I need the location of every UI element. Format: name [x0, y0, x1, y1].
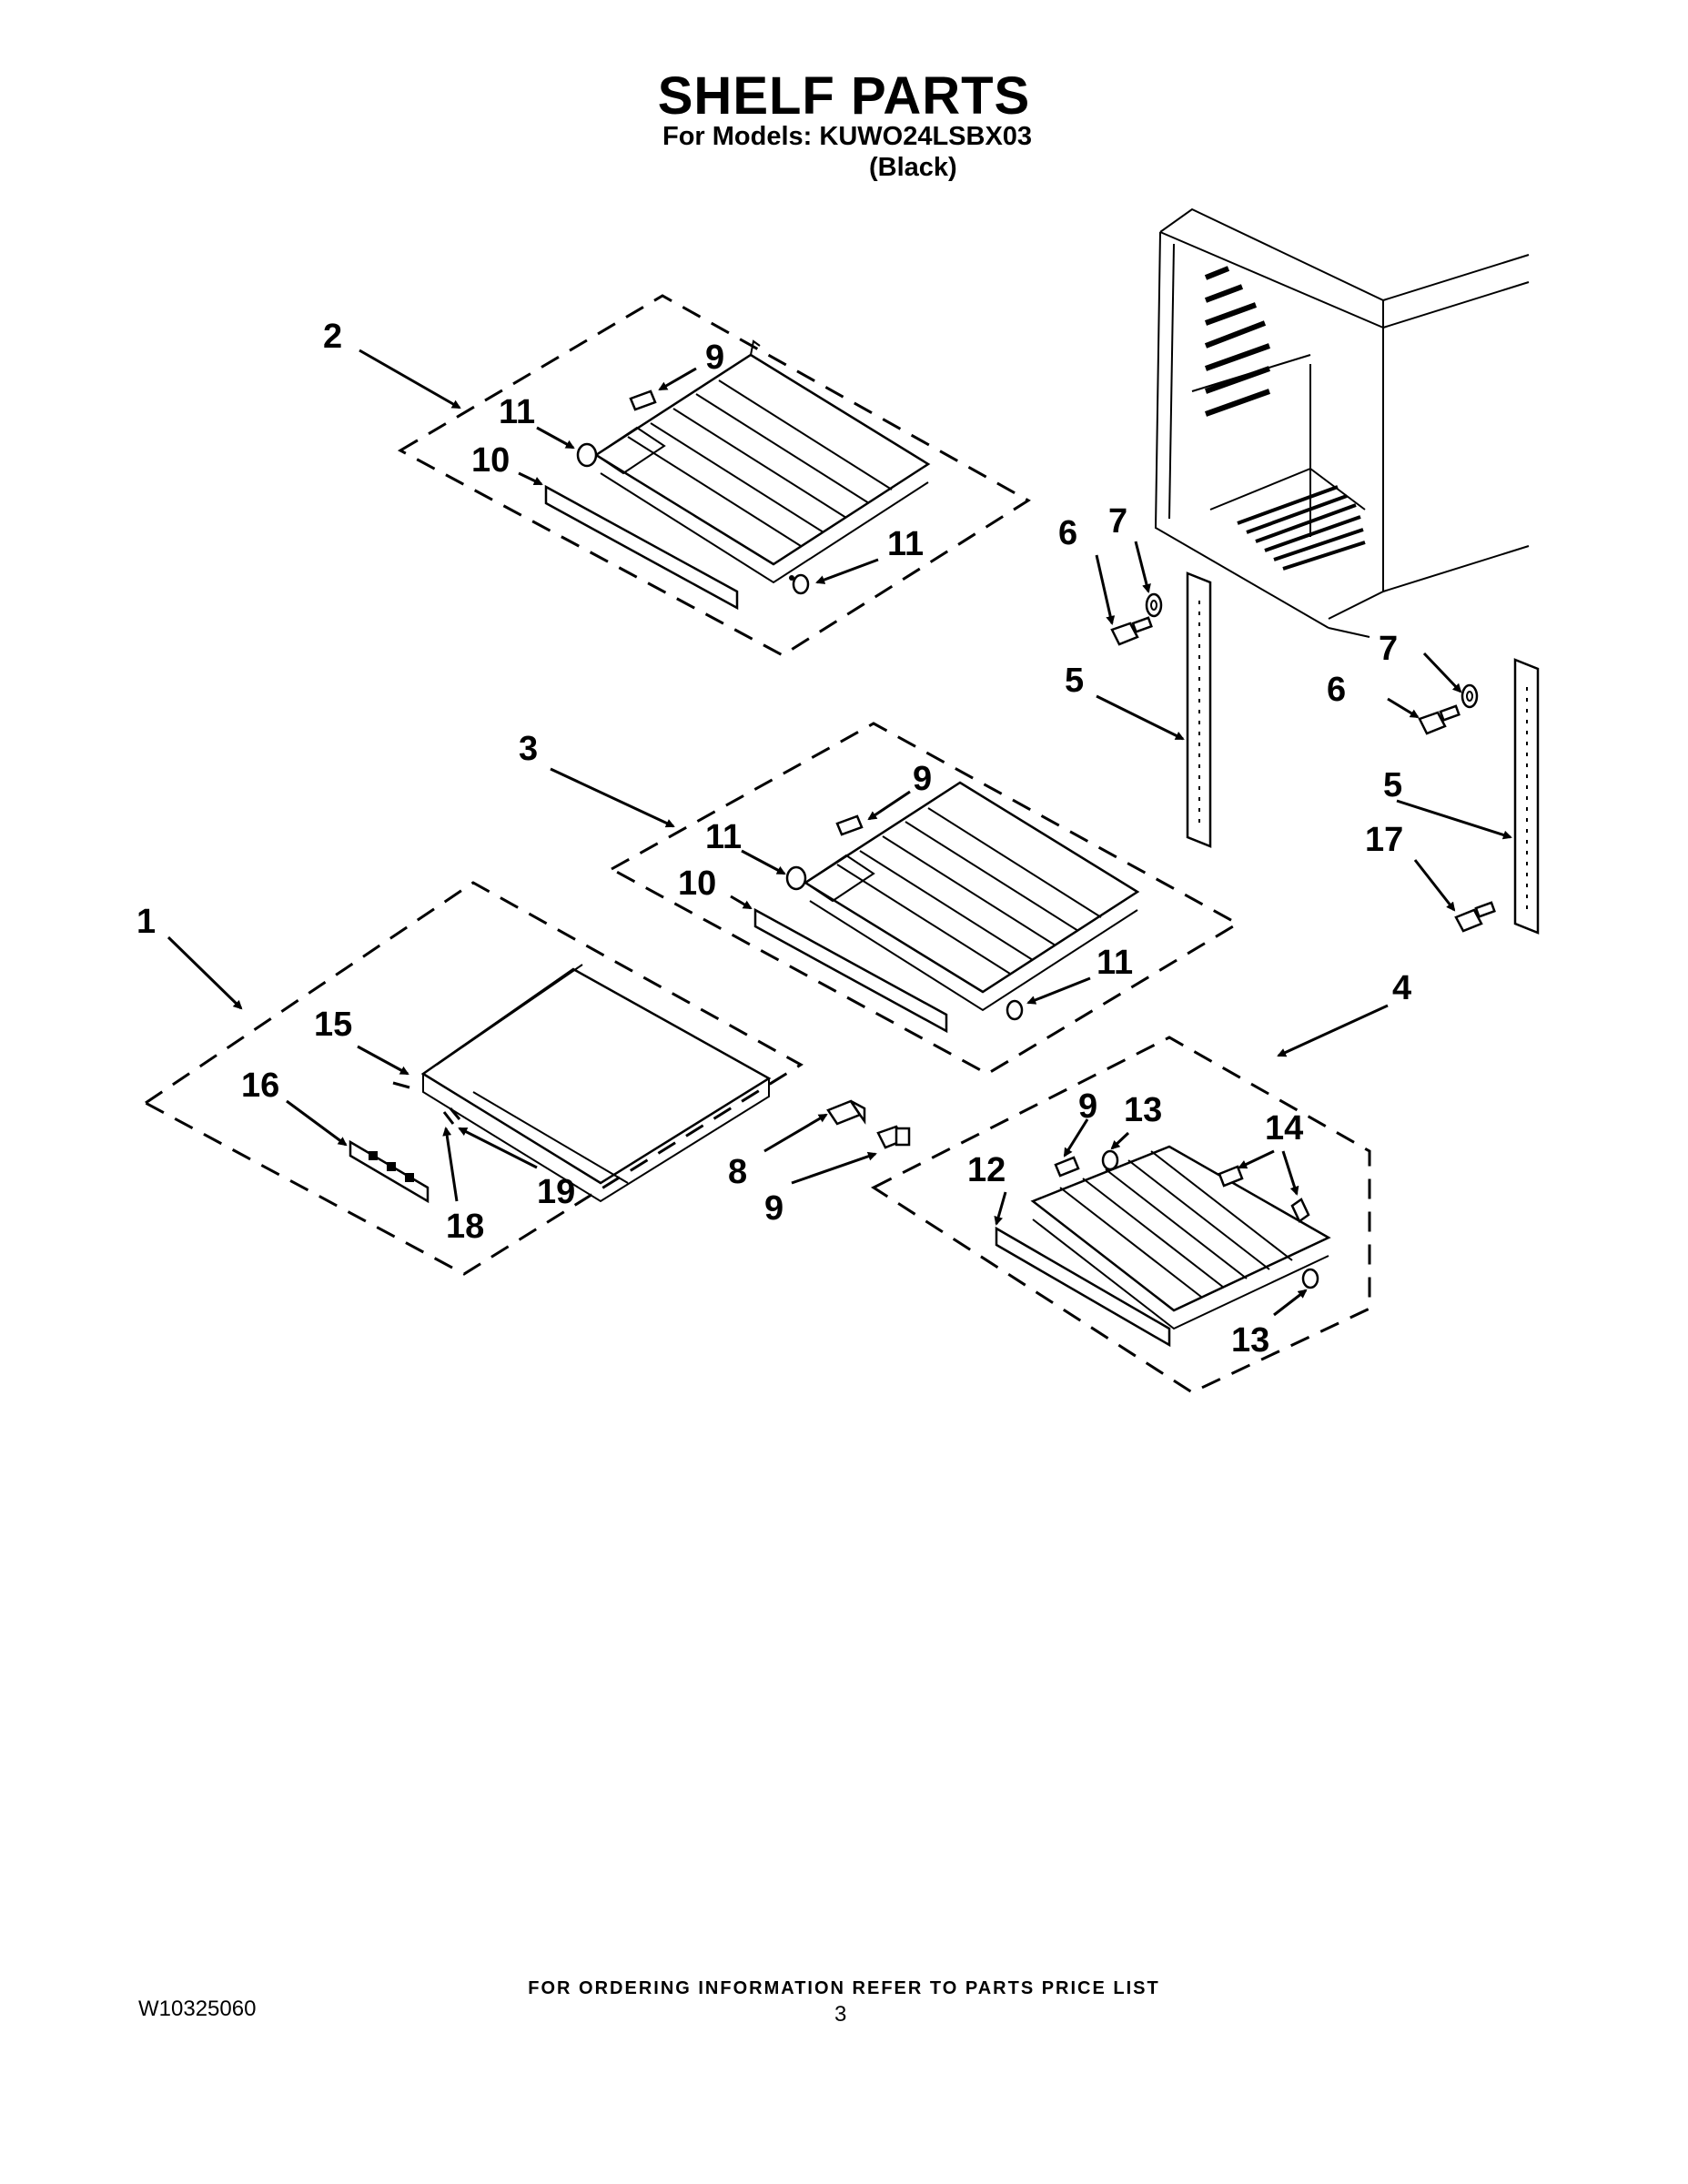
- callout-2: 2: [323, 318, 342, 356]
- shelf-assembly-1: [143, 881, 804, 1276]
- shelf-assembly-4: [870, 1036, 1371, 1394]
- callout-10: 10: [471, 441, 510, 480]
- washer-7-left: [1145, 592, 1163, 618]
- callout-7: 7: [1379, 630, 1398, 668]
- callout-4: 4: [1392, 969, 1411, 1007]
- callout-6: 6: [1058, 514, 1077, 552]
- page-number: 3: [834, 2002, 847, 2027]
- callout-12: 12: [967, 1151, 1006, 1189]
- callout-11: 11: [499, 393, 535, 431]
- screw-6-left: [1110, 616, 1153, 646]
- callout-9: 9: [764, 1189, 783, 1228]
- callout-19: 19: [537, 1173, 575, 1211]
- callout-13: 13: [1124, 1091, 1162, 1129]
- screw-17: [1454, 901, 1496, 933]
- callout-5: 5: [1065, 662, 1084, 700]
- shelf-assembly-2: [397, 294, 1031, 657]
- callout-10: 10: [678, 864, 716, 903]
- shelf-assembly-3: [608, 722, 1241, 1076]
- document-number: W10325060: [138, 1997, 257, 2021]
- callout-9: 9: [1078, 1087, 1097, 1126]
- callout-9: 9: [705, 339, 724, 377]
- callout-5: 5: [1383, 766, 1402, 804]
- leader-lines: [167, 349, 1512, 1317]
- callout-11: 11: [1097, 944, 1133, 982]
- screw-6-right: [1418, 704, 1461, 735]
- models-line: For Models: KUWO24LSBX03: [662, 122, 1033, 151]
- callout-17: 17: [1365, 821, 1403, 859]
- callout-3: 3: [519, 730, 538, 768]
- callout-8: 8: [728, 1153, 747, 1191]
- callout-18: 18: [446, 1208, 484, 1246]
- page-title: SHELF PARTS: [657, 66, 1031, 126]
- rail-right: [1513, 658, 1540, 935]
- callout-11: 11: [887, 525, 924, 563]
- ordering-note: FOR ORDERING INFORMATION REFER TO PARTS …: [528, 1978, 1160, 1998]
- callout-15: 15: [314, 1006, 352, 1044]
- callout-9: 9: [913, 760, 932, 798]
- callout-13: 13: [1231, 1321, 1269, 1360]
- callout-6: 6: [1327, 671, 1346, 709]
- cabinet-outline: [1154, 207, 1530, 638]
- color-line: (Black): [869, 153, 957, 182]
- lens-part-16: [349, 1139, 430, 1204]
- callout-7: 7: [1108, 502, 1127, 541]
- callout-16: 16: [241, 1067, 279, 1105]
- callout-11: 11: [705, 818, 742, 856]
- bracket-8: [826, 1099, 866, 1126]
- screw-9-loose: [876, 1125, 911, 1149]
- callout-labels: 2 9 11 10 11 6 7 5 7 6 5 17 3 9 11 10 11…: [136, 318, 1411, 1360]
- callout-1: 1: [136, 903, 156, 941]
- callout-14: 14: [1265, 1109, 1303, 1148]
- washer-7-right: [1461, 683, 1479, 709]
- rail-left: [1186, 571, 1212, 848]
